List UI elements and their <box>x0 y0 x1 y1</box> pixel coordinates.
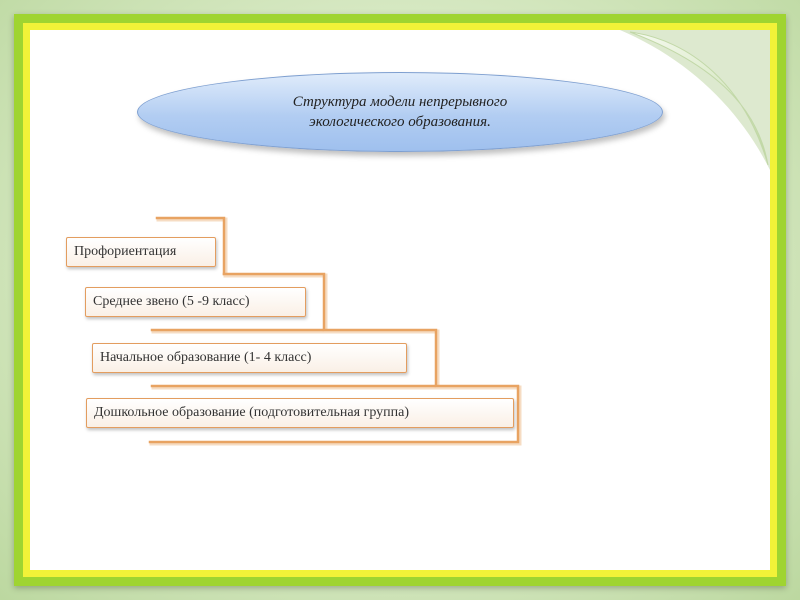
outer-frame <box>14 14 786 586</box>
step-line-4 <box>148 384 522 446</box>
slide-title: Структура модели непрерывного экологичес… <box>292 94 508 130</box>
step-line-3 <box>150 328 440 390</box>
level-box-primary-school: Начальное образование (1- 4 класс) <box>92 343 407 373</box>
step-line-2 <box>150 272 328 334</box>
step-line-1 <box>155 216 228 278</box>
page-curl-decoration <box>620 30 770 170</box>
level-box-middle-school: Среднее звено (5 -9 класс) <box>85 287 306 317</box>
level-box-career-guidance: Профориентация <box>66 237 216 267</box>
level-box-preschool: Дошкольное образование (подготовительная… <box>86 398 514 428</box>
title-oval: Структура модели непрерывного экологичес… <box>137 72 663 152</box>
